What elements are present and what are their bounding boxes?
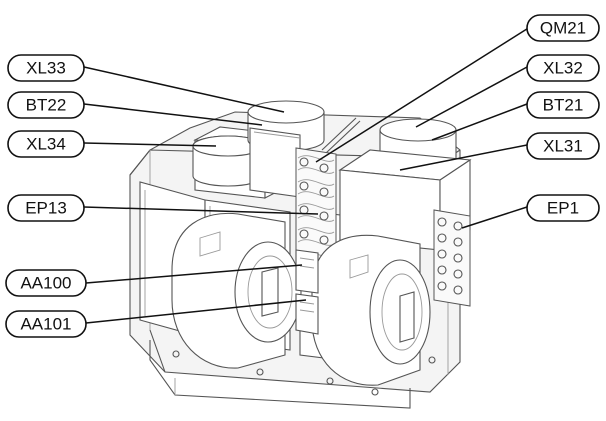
ventilation-unit-drawing [129,100,472,409]
callout-ep13: EP13 [7,194,85,222]
callout-label: QM21 [540,18,586,37]
leader-xl33 [83,66,285,113]
callout-label: XL34 [26,134,66,153]
leader-xl32 [415,66,528,128]
leader-ep13 [83,206,319,215]
callout-aa100: AA100 [5,269,87,297]
callout-xl33: XL33 [7,54,85,82]
leader-qm21 [315,26,531,163]
callout-label: EP13 [25,198,67,217]
leader-aa101 [85,299,307,324]
callout-label: EP1 [547,198,579,217]
callout-label: AA100 [20,273,71,292]
callout-label: BT22 [26,95,67,114]
leader-aa100 [85,264,303,284]
leader-xl31 [399,144,528,171]
leader-lines [83,26,531,324]
leader-ep1 [461,206,528,229]
leader-xl34 [83,142,217,147]
leader-bt21 [431,103,528,141]
callout-ep1: EP1 [526,194,600,222]
callout-label: XL31 [543,136,583,155]
callout-bt22: BT22 [7,91,85,119]
callout-qm21: QM21 [526,14,600,42]
callout-aa101: AA101 [5,310,87,338]
callout-label: XL33 [26,58,66,77]
callout-label: XL32 [543,58,583,77]
callout-xl32: XL32 [526,54,600,82]
callout-xl31: XL31 [526,132,600,160]
callout-bt21: BT21 [526,91,600,119]
callout-label: BT21 [543,95,584,114]
leader-bt22 [83,103,263,126]
callout-xl34: XL34 [7,130,85,158]
callout-label: AA101 [20,314,71,333]
